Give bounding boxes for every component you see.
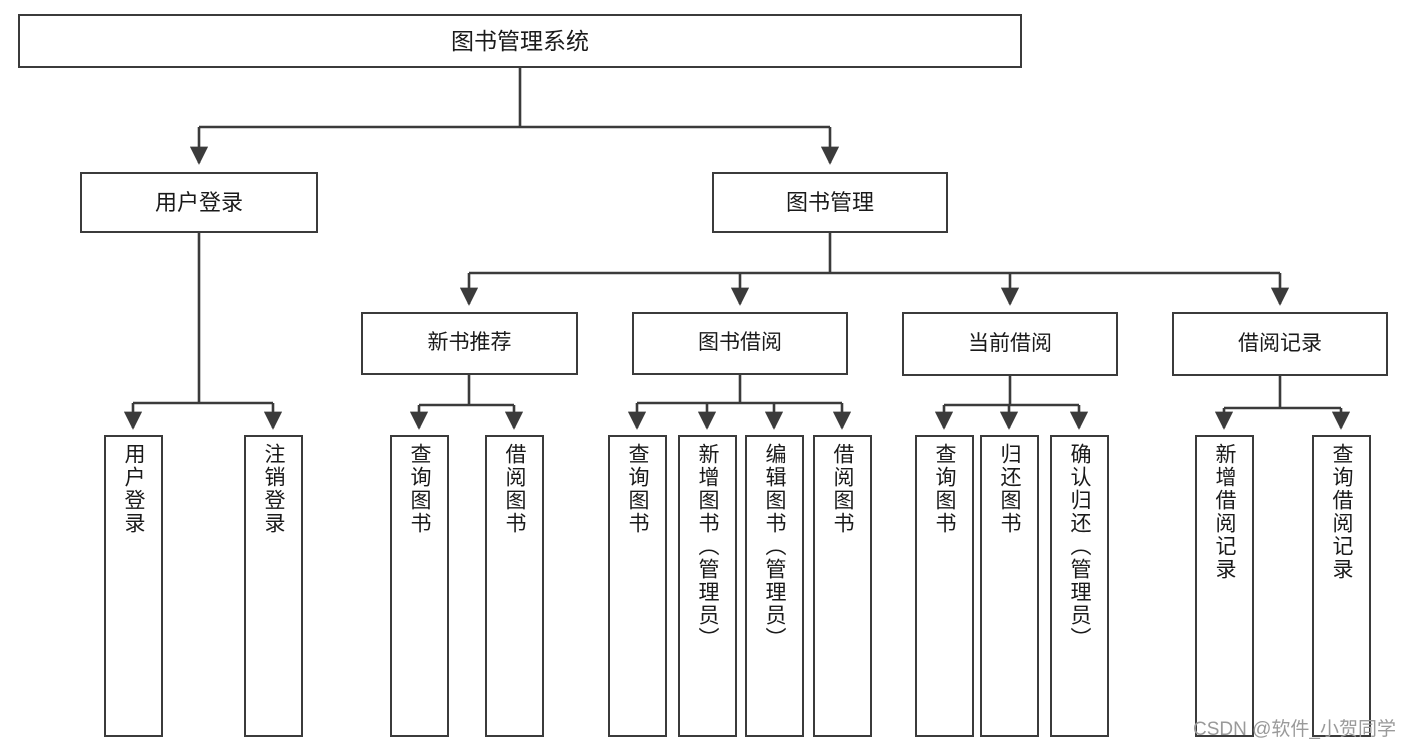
node-leaf-user-login-label: 用户登录 [122, 443, 145, 535]
node-new-book-recommend-label: 新书推荐 [427, 331, 512, 355]
node-leaf-edit-book-admin[interactable]: 编辑图书（管理员） [745, 435, 804, 737]
node-root-label: 图书管理系统 [451, 27, 589, 54]
node-leaf-user-login[interactable]: 用户登录 [104, 435, 163, 737]
node-user-login-label: 用户登录 [154, 189, 243, 215]
node-book-manage-label: 图书管理 [785, 189, 874, 215]
node-leaf-edit-book-admin-label: 编辑图书（管理员） [763, 443, 786, 650]
node-user-login[interactable]: 用户登录 [80, 172, 318, 233]
node-leaf-borrow-book-2[interactable]: 借阅图书 [813, 435, 872, 737]
node-leaf-query-book-3-label: 查询图书 [933, 443, 956, 535]
node-current-borrow[interactable]: 当前借阅 [902, 312, 1118, 376]
node-current-borrow-label: 当前借阅 [968, 331, 1052, 355]
node-leaf-query-book-2-label: 查询图书 [626, 443, 649, 535]
node-leaf-add-borrow-record[interactable]: 新增借阅记录 [1195, 435, 1254, 737]
node-book-borrow[interactable]: 图书借阅 [632, 312, 848, 375]
node-leaf-borrow-book-1-label: 借阅图书 [503, 443, 526, 535]
node-leaf-borrow-book-2-label: 借阅图书 [831, 443, 854, 535]
node-borrow-record-label: 借阅记录 [1238, 331, 1322, 355]
node-leaf-query-book-1-label: 查询图书 [408, 443, 431, 535]
node-leaf-add-book-admin-label: 新增图书（管理员） [696, 443, 719, 650]
node-new-book-recommend[interactable]: 新书推荐 [361, 312, 578, 375]
node-leaf-borrow-book-1[interactable]: 借阅图书 [485, 435, 544, 737]
node-leaf-confirm-return-admin-label: 确认归还（管理员） [1068, 443, 1091, 650]
node-leaf-query-book-1[interactable]: 查询图书 [390, 435, 449, 737]
node-leaf-user-logout[interactable]: 注销登录 [244, 435, 303, 737]
node-leaf-query-borrow-record[interactable]: 查询借阅记录 [1312, 435, 1371, 737]
node-book-borrow-label: 图书借阅 [698, 331, 782, 355]
node-leaf-confirm-return-admin[interactable]: 确认归还（管理员） [1050, 435, 1109, 737]
node-leaf-user-logout-label: 注销登录 [262, 443, 285, 535]
node-book-manage[interactable]: 图书管理 [712, 172, 948, 233]
node-leaf-query-book-2[interactable]: 查询图书 [608, 435, 667, 737]
node-leaf-return-book-label: 归还图书 [998, 443, 1021, 535]
node-leaf-add-borrow-record-label: 新增借阅记录 [1213, 443, 1236, 581]
node-root[interactable]: 图书管理系统 [18, 14, 1022, 68]
node-leaf-query-borrow-record-label: 查询借阅记录 [1330, 443, 1353, 581]
node-leaf-add-book-admin[interactable]: 新增图书（管理员） [678, 435, 737, 737]
node-leaf-return-book[interactable]: 归还图书 [980, 435, 1039, 737]
node-borrow-record[interactable]: 借阅记录 [1172, 312, 1388, 376]
node-leaf-query-book-3[interactable]: 查询图书 [915, 435, 974, 737]
